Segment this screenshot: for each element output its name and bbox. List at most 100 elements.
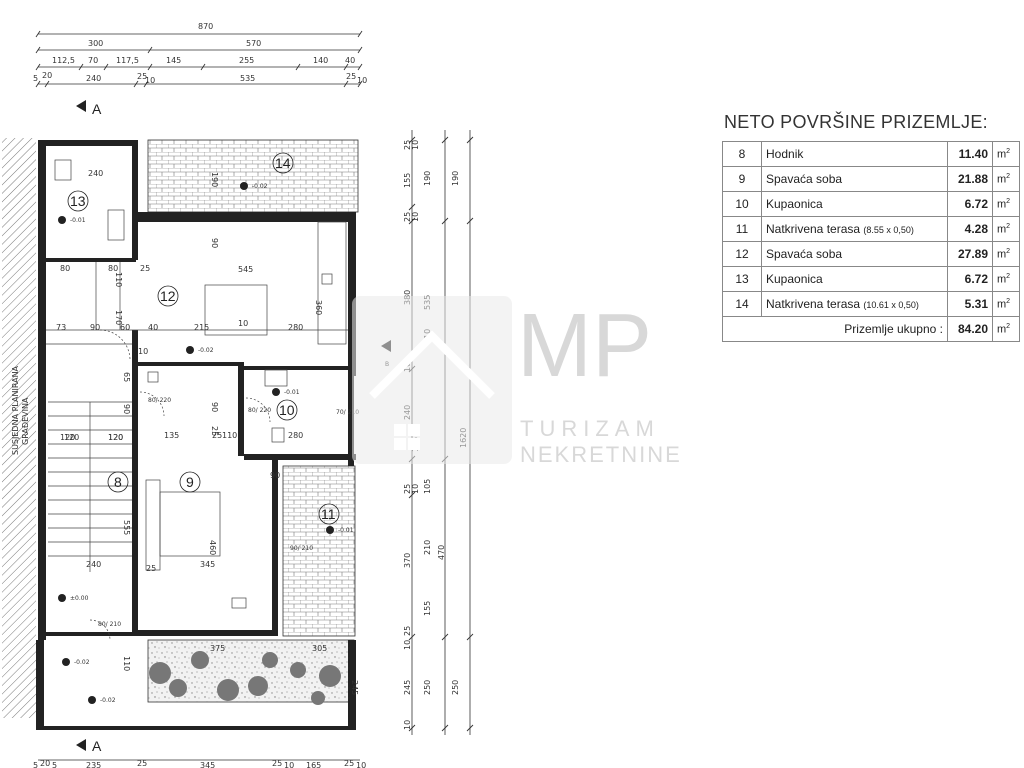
svg-text:65: 65: [122, 372, 131, 382]
svg-text:25: 25: [212, 431, 222, 440]
dim-top-5: 5: [33, 74, 38, 83]
svg-text:GRAĐEVINA: GRAĐEVINA: [21, 397, 30, 445]
area-row-number: 13: [722, 266, 762, 292]
watermark-line2: NEKRETNINE: [520, 442, 682, 466]
svg-text:-0.02: -0.02: [252, 183, 268, 190]
area-row-value: 11.40: [947, 141, 993, 167]
svg-text:120: 120: [108, 433, 123, 442]
watermark-line1: TURIZAM: [520, 416, 660, 441]
dim-top-40: 40: [345, 56, 355, 65]
svg-text:80: 80: [108, 264, 118, 273]
svg-text:10: 10: [284, 761, 294, 768]
area-row-number: 9: [722, 166, 762, 192]
svg-text:25: 25: [137, 759, 147, 768]
terrace-14-paving: [147, 139, 359, 213]
svg-text:90: 90: [122, 404, 131, 414]
svg-text:10: 10: [411, 484, 420, 494]
top-dimension-ticks: [35, 30, 363, 88]
watermark-logo: MP TURIZAM NEKRETNINE: [352, 296, 682, 466]
svg-text:170: 170: [114, 310, 123, 325]
svg-text:135: 135: [164, 431, 179, 440]
svg-text:-0.01: -0.01: [70, 217, 86, 224]
svg-text:110: 110: [114, 272, 123, 287]
svg-text:120: 120: [108, 433, 123, 442]
svg-text:-0.02: -0.02: [198, 347, 214, 354]
dim-top-535: 535: [240, 74, 255, 83]
watermark-mp: MP: [517, 296, 652, 396]
svg-text:10: 10: [411, 140, 420, 150]
room-13-label: 13: [67, 190, 89, 212]
svg-text:25: 25: [403, 484, 412, 494]
walls: [36, 140, 356, 730]
neighbor-hatch: [2, 138, 36, 718]
svg-text:80/ 210: 80/ 210: [98, 621, 121, 628]
svg-text:90: 90: [90, 323, 100, 332]
svg-text:11: 11: [321, 506, 336, 522]
dim-top-570: 570: [246, 39, 261, 48]
svg-text:SUSJEDNA PLANIRANA: SUSJEDNA PLANIRANA: [11, 365, 20, 455]
area-row-unit: m2: [992, 141, 1020, 167]
room-9-label: 9: [179, 471, 201, 493]
svg-text:9: 9: [186, 474, 194, 490]
svg-text:370: 370: [403, 553, 412, 568]
svg-text:250: 250: [451, 680, 460, 695]
svg-text:250: 250: [423, 680, 432, 695]
dim-top-10a: 10: [145, 76, 155, 85]
svg-text:305: 305: [312, 644, 327, 653]
neighbor-label: SUSJEDNA PLANIRANA GRAĐEVINA: [11, 365, 30, 455]
svg-text:210: 210: [423, 540, 432, 555]
svg-text:120: 120: [60, 433, 75, 442]
svg-text:-0.01: -0.01: [284, 389, 300, 396]
section-mark-a-top: A: [76, 100, 102, 117]
level-marker-13: -0.01: [58, 216, 86, 224]
svg-text:215: 215: [194, 323, 209, 332]
area-total-unit: m2: [992, 316, 1020, 342]
area-row-value: 6.72: [947, 266, 993, 292]
area-row-value: 27.89: [947, 241, 993, 267]
svg-text:60: 60: [120, 323, 130, 332]
svg-text:470: 470: [437, 545, 446, 560]
svg-text:190: 190: [210, 172, 219, 187]
net-area-title: NETO POVRŠINE PRIZEMLJE:: [724, 112, 988, 132]
svg-text:25: 25: [210, 426, 219, 436]
svg-text:190: 190: [423, 171, 432, 186]
svg-text:345: 345: [200, 560, 215, 569]
bottom-dims: 5 20 5 235 25 345 25 10 165 25 10: [33, 759, 366, 768]
svg-text:10: 10: [279, 402, 295, 418]
svg-text:25: 25: [272, 759, 282, 768]
area-row-unit: m2: [992, 166, 1020, 192]
svg-text:110: 110: [122, 656, 131, 671]
room-14-label: 14: [272, 152, 294, 174]
svg-text:5: 5: [52, 761, 57, 768]
area-row-name: Kupaonica: [761, 266, 948, 292]
svg-text:165: 165: [306, 761, 321, 768]
svg-text:10: 10: [411, 212, 420, 222]
svg-text:13: 13: [70, 193, 86, 209]
area-row-value: 5.31: [947, 291, 993, 317]
dim-top-10b: 10: [357, 76, 367, 85]
svg-text:±0.00: ±0.00: [70, 595, 89, 602]
svg-text:120: 120: [64, 433, 79, 442]
svg-text:555: 555: [122, 520, 131, 535]
floor-plan-drawing: 870 300 570 112,5 70 117,5 145 255 140 4…: [2, 22, 474, 768]
dim-top-20: 20: [42, 71, 52, 80]
svg-text:5: 5: [33, 761, 38, 768]
svg-text:235: 235: [86, 761, 101, 768]
svg-text:190: 190: [451, 171, 460, 186]
level-marker-14: -0.02: [240, 182, 268, 190]
svg-text:25: 25: [344, 759, 354, 768]
area-row-name: Natkrivena terasa (10.61 x 0,50): [761, 291, 948, 317]
svg-text:25: 25: [403, 212, 412, 222]
svg-text:240: 240: [86, 560, 101, 569]
door-labels: 80/ 220 80/ 220 70/ 210 90/ 210 80/ 210: [98, 397, 359, 628]
svg-text:545: 545: [238, 265, 253, 274]
area-row-name: Natkrivena terasa (8.55 x 0,50): [761, 216, 948, 242]
svg-text:375: 375: [210, 644, 225, 653]
svg-text:8: 8: [114, 474, 122, 490]
